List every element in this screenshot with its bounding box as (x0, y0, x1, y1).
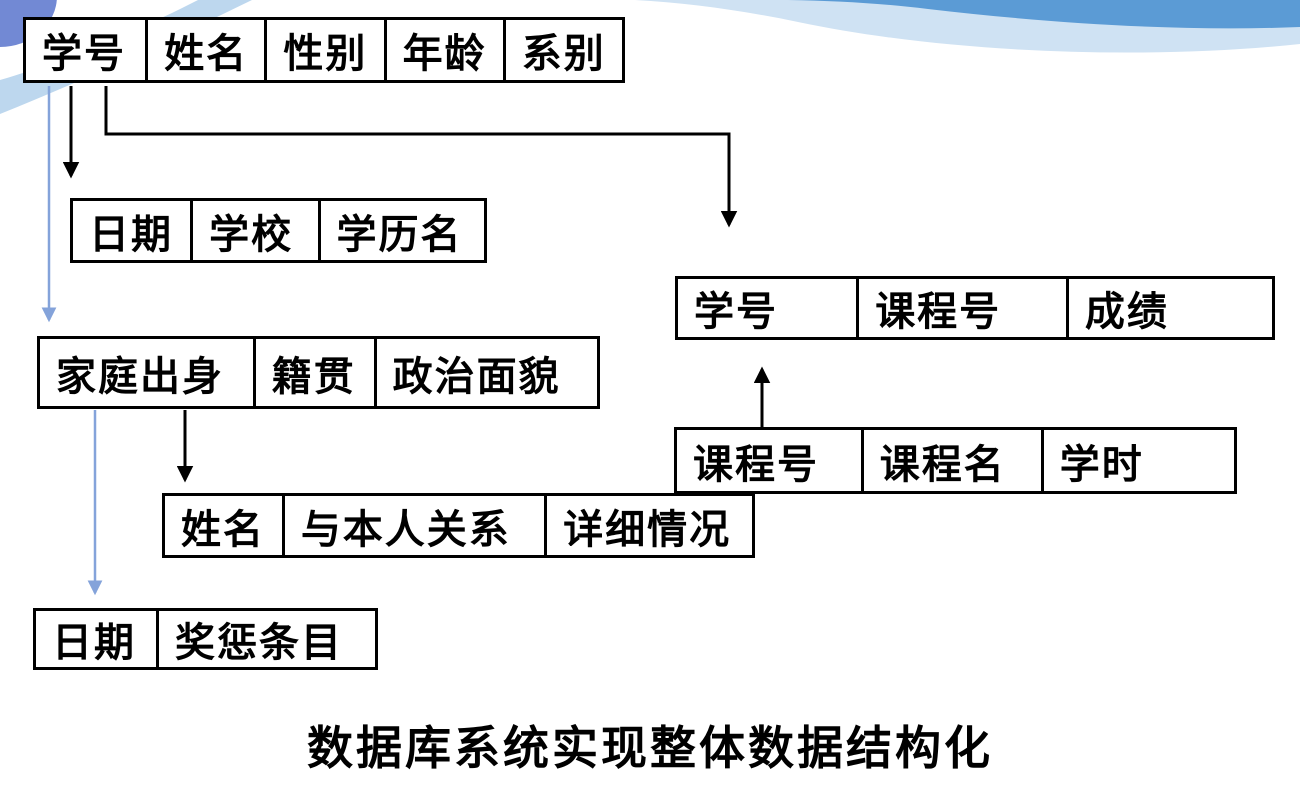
field-class-hours: 学时 (1040, 430, 1234, 491)
table-education-history: 日期 学校 学历名 (70, 198, 487, 263)
table-course-score: 学号 课程号 成绩 (675, 276, 1275, 340)
field-course-name: 课程名 (860, 430, 1041, 491)
field-score: 成绩 (1065, 279, 1272, 337)
field-gender: 性别 (264, 20, 383, 80)
field-date: 日期 (89, 211, 173, 257)
slide-caption: 数据库系统实现整体数据结构化 (307, 723, 993, 774)
arrow-student-to-course-score (104, 86, 738, 228)
field-age: 年龄 (383, 20, 503, 80)
table-course: 课程号 课程名 学时 (674, 427, 1237, 494)
field-relationship: 与本人关系 (281, 496, 544, 555)
field-department: 系别 (502, 20, 622, 80)
table-family-member: 姓名 与本人关系 详细情况 (162, 493, 755, 558)
field-reward-punishment-entry: 奖惩条目 (156, 611, 375, 667)
field-member-name: 姓名 (181, 506, 265, 552)
field-political-status: 政治面貌 (373, 339, 597, 406)
field-date: 日期 (52, 620, 136, 665)
field-course-id: 课程号 (856, 279, 1066, 337)
field-details: 详细情况 (544, 496, 752, 555)
field-degree-name: 学历名 (317, 201, 484, 260)
swoosh-dark-right (788, 0, 1300, 29)
field-native-place: 籍贯 (252, 339, 374, 406)
field-family-origin: 家庭出身 (56, 353, 224, 399)
table-student: 学号 姓名 性别 年龄 系别 (23, 17, 625, 83)
table-reward-punishment: 日期 奖惩条目 (33, 608, 378, 670)
field-student-id: 学号 (42, 31, 126, 76)
field-name: 姓名 (145, 20, 264, 80)
field-course-id: 课程号 (693, 441, 819, 487)
table-family-background: 家庭出身 籍贯 政治面貌 (37, 336, 600, 409)
field-school: 学校 (190, 201, 317, 260)
field-student-id: 学号 (694, 289, 778, 334)
